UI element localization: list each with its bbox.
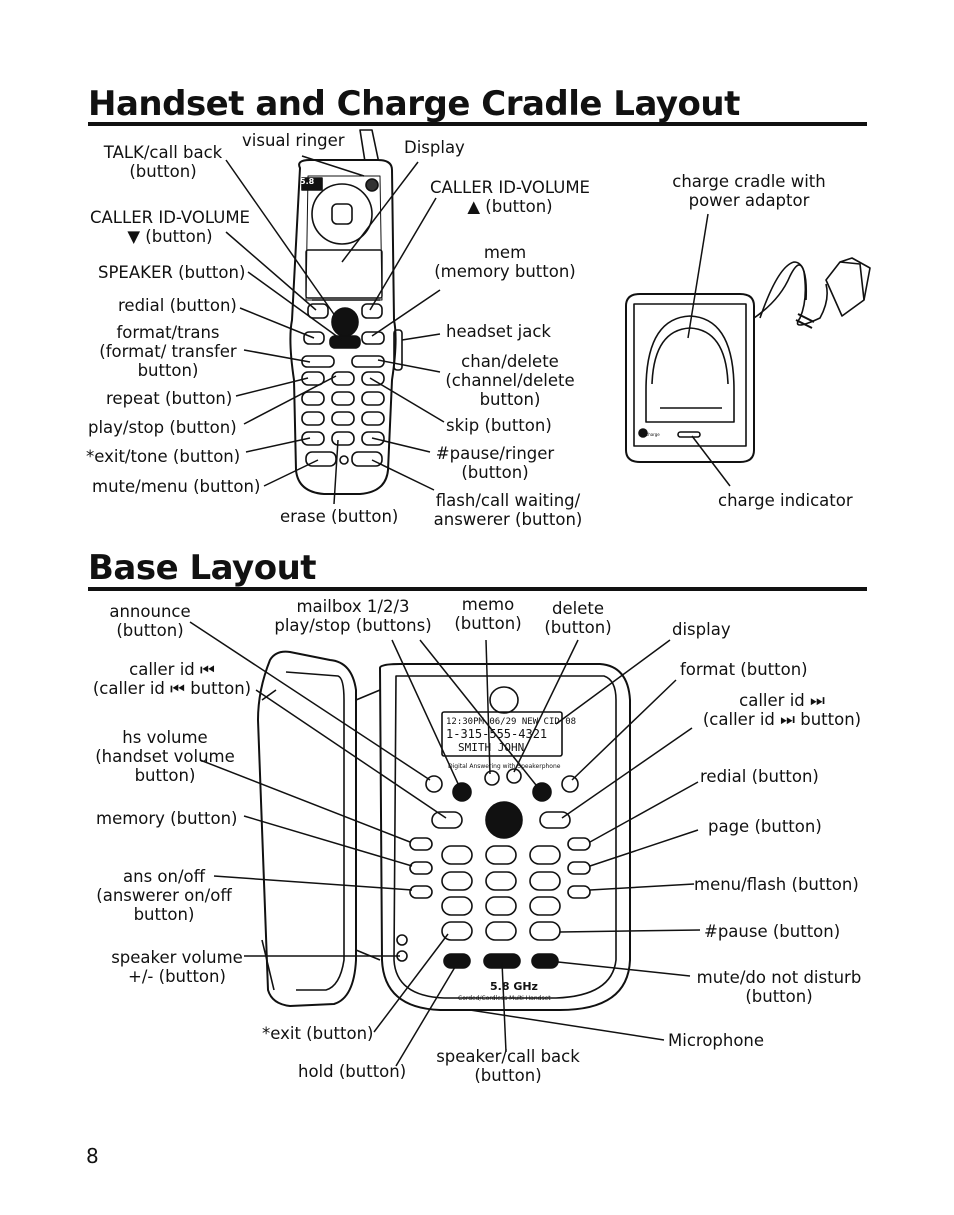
label-memo: memo (button) xyxy=(454,595,522,633)
label-memory: memory (button) xyxy=(96,809,238,828)
cradle-illustration xyxy=(625,257,871,463)
label-charge-indicator: charge indicator xyxy=(718,491,853,510)
label-headset-jack: headset jack xyxy=(446,322,551,341)
label-erase: erase (button) xyxy=(280,507,399,526)
label-charge-cradle: charge cradle with power adaptor xyxy=(672,172,826,210)
label-redial: redial (button) xyxy=(700,767,819,786)
label-pause-ringer: #pause/ringer (button) xyxy=(435,444,555,482)
label-redial: redial (button) xyxy=(118,296,237,315)
label-mute-dnd: mute/do not disturb (button) xyxy=(696,968,862,1006)
label-speaker-callback: speaker/call back (button) xyxy=(436,1047,580,1085)
svg-text:Corded/Cordless Multi Handset: Corded/Cordless Multi Handset xyxy=(458,995,551,1002)
label-mute-menu: mute/menu (button) xyxy=(92,477,261,496)
label-delete: delete (button) xyxy=(544,599,612,637)
label-caller-id-volume-up: CALLER ID-VOLUME ▲ (button) xyxy=(430,178,590,216)
label-pause: #pause (button) xyxy=(704,922,841,941)
title-rule xyxy=(88,122,867,126)
label-display: display xyxy=(672,620,731,639)
label-play-stop: play/stop (button) xyxy=(88,418,237,437)
label-caller-id-back: caller id ⏮ (caller id ⏮ button) xyxy=(92,660,252,698)
label-mem: mem (memory button) xyxy=(434,243,576,281)
cradle-leader-lines xyxy=(687,213,731,487)
label-format: format (button) xyxy=(680,660,808,679)
label-mailbox: mailbox 1/2/3 play/stop (buttons) xyxy=(274,597,432,635)
label-repeat: repeat (button) xyxy=(106,389,233,408)
base-device-text: Digital Answering with Speakerphone 5.8 … xyxy=(300,177,660,1002)
label-caller-id-volume-down: CALLER ID-VOLUME ▼ (button) xyxy=(90,208,250,246)
label-exit: *exit (button) xyxy=(262,1024,374,1043)
svg-text:5.8 GHz: 5.8 GHz xyxy=(490,980,538,993)
handset-leader-lines xyxy=(225,155,445,505)
label-format-trans: format/trans (format/ transfer button) xyxy=(99,323,237,380)
label-speaker-volume: speaker volume +/- (button) xyxy=(111,948,243,986)
label-chan-delete: chan/delete (channel/delete button) xyxy=(445,352,575,409)
label-speaker: SPEAKER (button) xyxy=(98,263,246,282)
label-skip: skip (button) xyxy=(446,416,552,435)
label-caller-id-forward: caller id ⏭ (caller id ⏭ button) xyxy=(702,691,862,729)
svg-text:charge: charge xyxy=(646,432,660,437)
label-microphone: Microphone xyxy=(668,1031,765,1050)
label-hs-volume: hs volume (handset volume button) xyxy=(95,728,235,785)
label-page: page (button) xyxy=(708,817,822,836)
title-rule xyxy=(88,587,867,591)
label-exit-tone: *exit/tone (button) xyxy=(86,447,241,466)
label-ans-onoff: ans on/off (answerer on/off button) xyxy=(96,867,232,924)
label-menu-flash: menu/flash (button) xyxy=(694,875,859,894)
label-display: Display xyxy=(404,138,465,157)
label-hold: hold (button) xyxy=(298,1062,407,1081)
base-leader-lines xyxy=(189,621,701,1067)
svg-text:Digital Answering with Speaker: Digital Answering with Speakerphone xyxy=(448,763,561,770)
svg-text:12:30PM 06/29 NEW CID 08: 12:30PM 06/29 NEW CID 08 xyxy=(446,717,576,727)
label-announce: announce (button) xyxy=(109,602,191,640)
base-lcd-text: 12:30PM 06/29 NEW CID 08 1-315-555-4321 … xyxy=(446,717,576,754)
label-talk: TALK/call back (button) xyxy=(103,143,223,181)
svg-text:5.8: 5.8 xyxy=(300,177,315,186)
handset-section-title: Handset and Charge Cradle Layout xyxy=(88,84,740,124)
svg-text:SMITH JOHN: SMITH JOHN xyxy=(458,741,524,754)
label-visual-ringer: visual ringer xyxy=(242,131,345,150)
base-section-title: Base Layout xyxy=(88,548,317,588)
label-flash: flash/call waiting/ answerer (button) xyxy=(433,491,583,529)
page-number: 8 xyxy=(86,1144,99,1168)
svg-text:1-315-555-4321: 1-315-555-4321 xyxy=(446,727,547,741)
